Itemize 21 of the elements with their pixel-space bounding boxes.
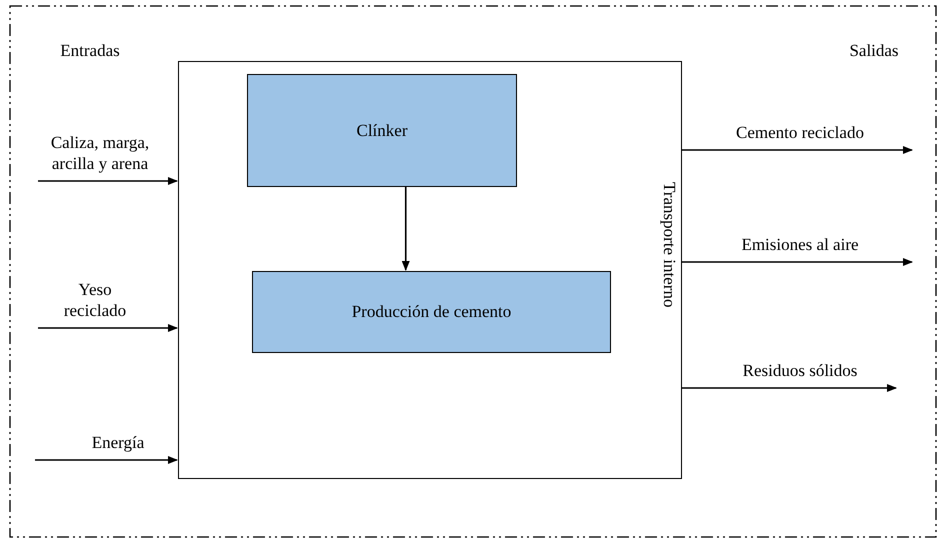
section-label: Salidas [848, 40, 900, 61]
edge-label: Caliza, marga, arcilla y arena [50, 132, 150, 174]
arrow [682, 146, 913, 154]
edge-label: Cemento reciclado [735, 122, 865, 143]
box-label: Clínker [356, 120, 408, 140]
arrow [682, 258, 913, 266]
arrow [402, 186, 410, 271]
arrow [38, 177, 178, 185]
edge-label: Emisiones al aire [740, 234, 860, 255]
process-box [252, 271, 611, 353]
arrow [35, 456, 178, 464]
process-box [247, 74, 517, 187]
edge-label: Energía [90, 432, 146, 453]
section-label: Entradas [59, 40, 121, 61]
edge-label: Yeso reciclado [62, 279, 128, 321]
vertical-label: Transporte interno [659, 182, 679, 308]
box-label: Producción de cemento [352, 302, 512, 322]
arrow [682, 384, 897, 392]
arrow [38, 324, 178, 332]
edge-label: Residuos sólidos [742, 360, 858, 381]
process-box [178, 61, 682, 479]
